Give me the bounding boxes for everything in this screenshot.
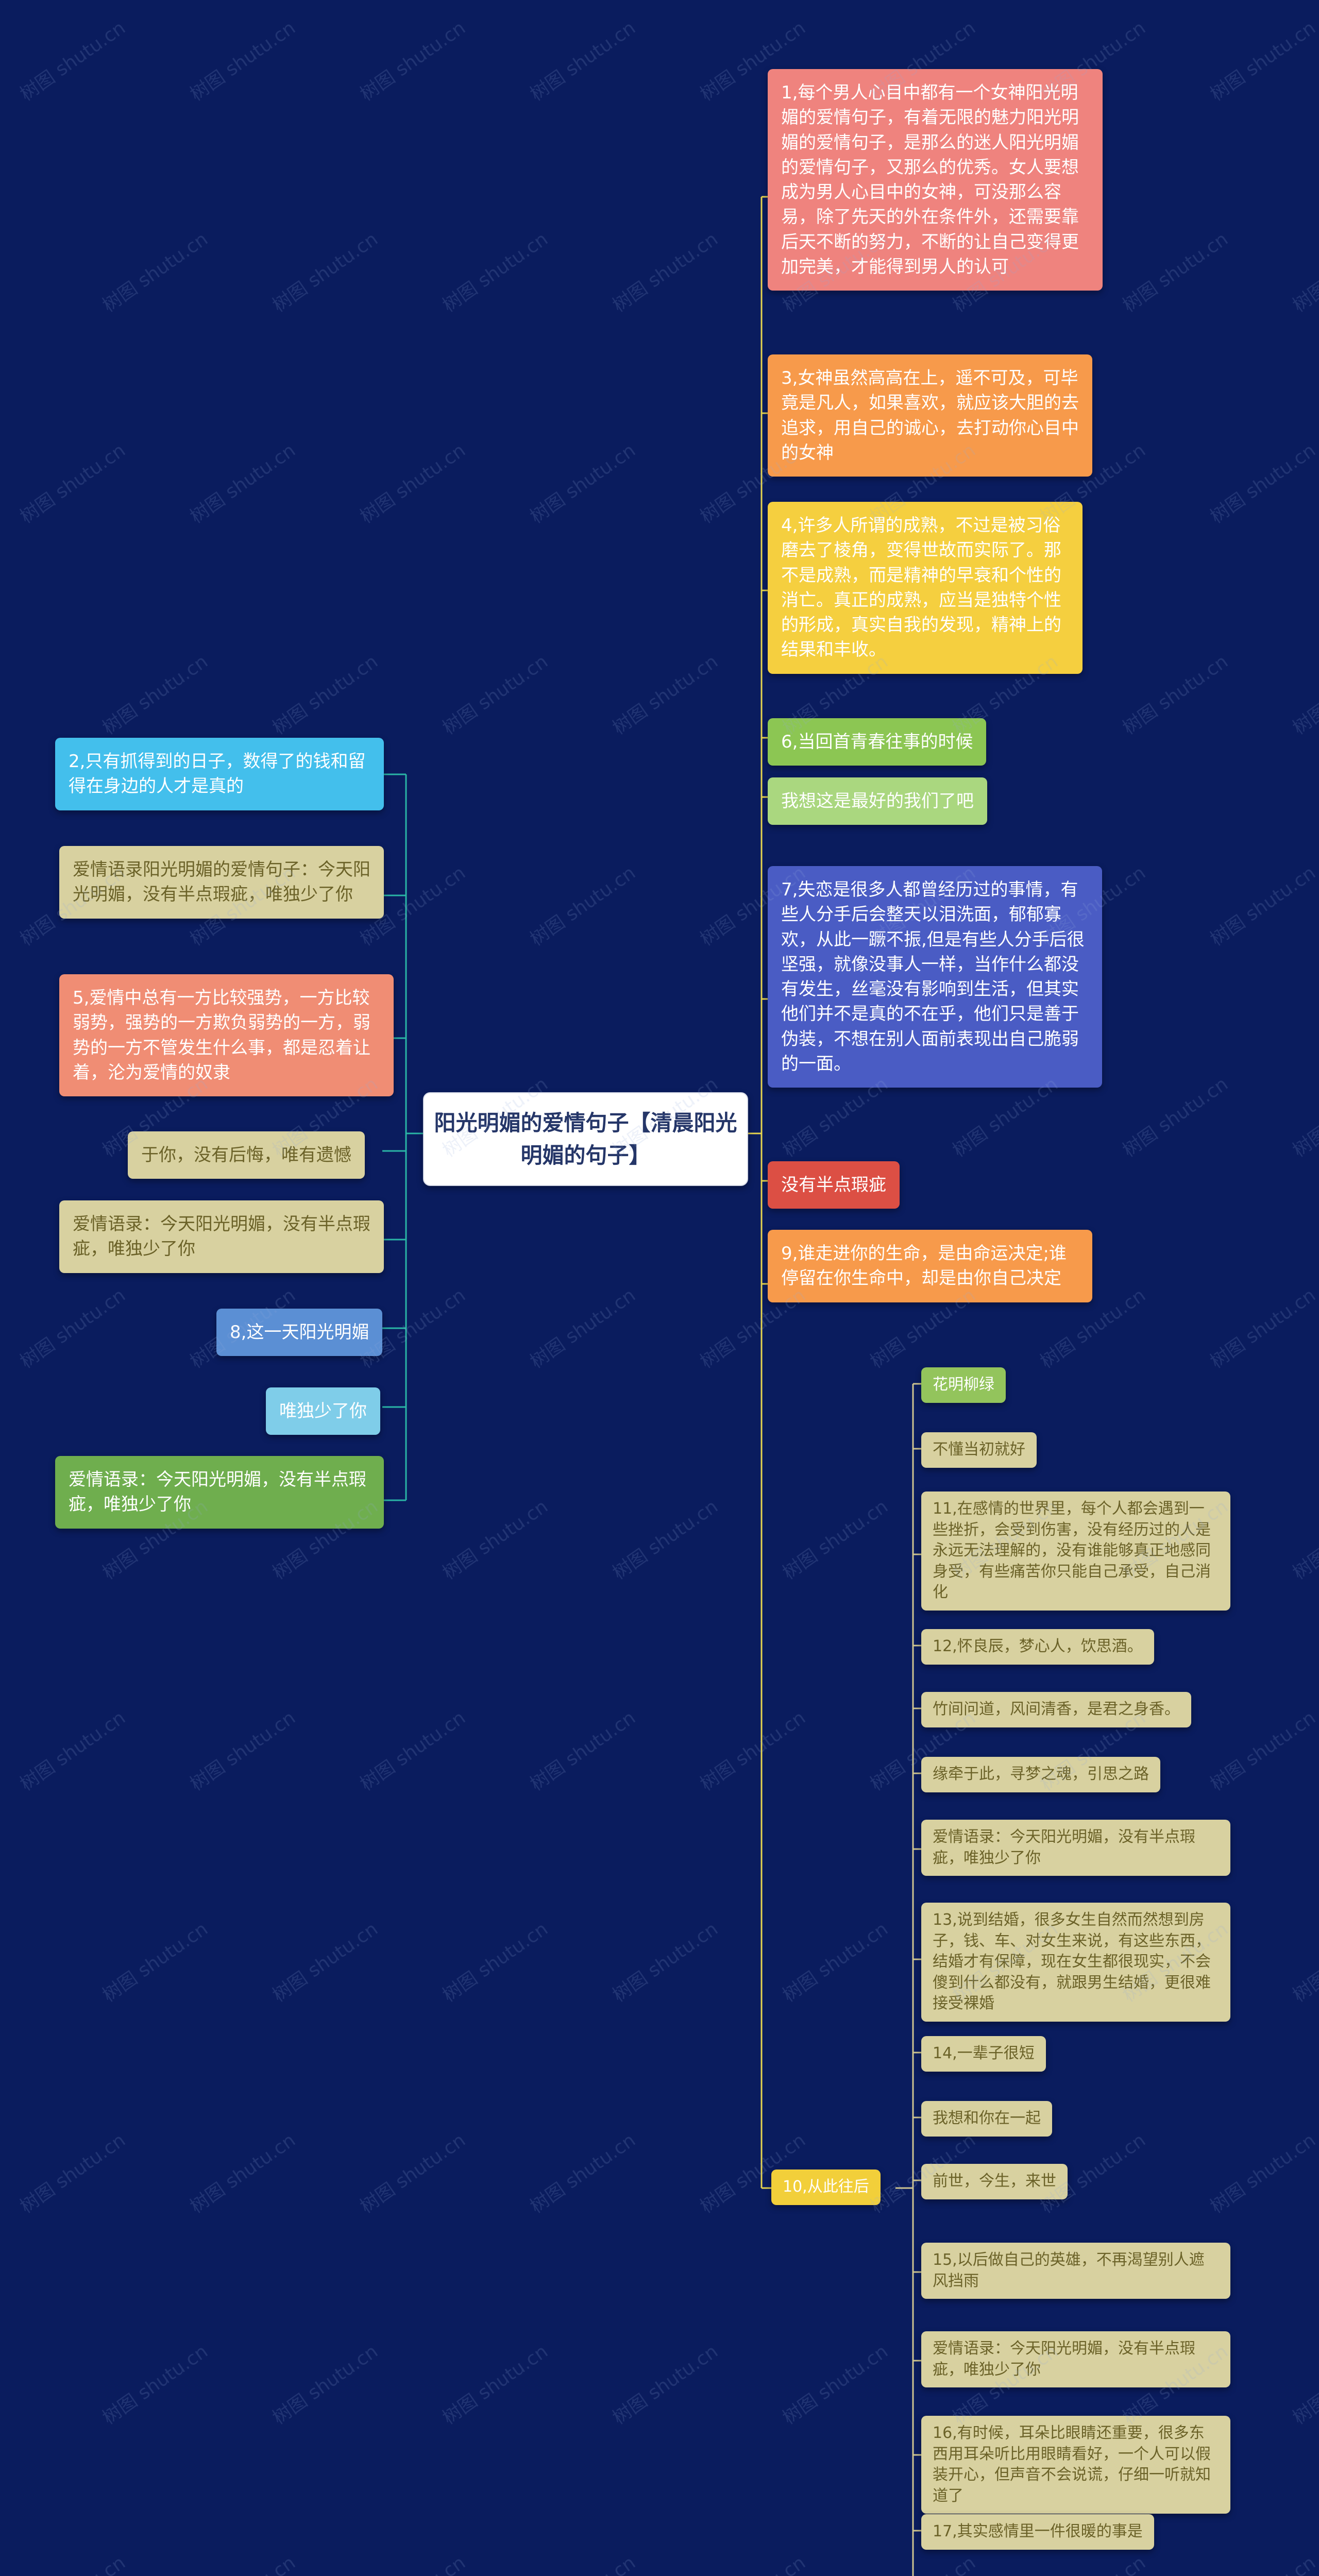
leaf-node-huaming[interactable]: 花明柳绿 [921, 1367, 1006, 1403]
branch-node-5[interactable]: 5,爱情中总有一方比较强势，一方比较弱势，强势的一方欺负弱势的一方，弱势的一方不… [59, 974, 394, 1097]
leaf-node-woxiang[interactable]: 我想和你在一起 [921, 2101, 1052, 2137]
branch-node-14[interactable]: 14,一辈子很短 [921, 2036, 1046, 2072]
leaf-node-qianshi[interactable]: 前世，今生，来世 [921, 2164, 1068, 2199]
branch-node-6-child[interactable]: 我想这是最好的我们了吧 [768, 777, 987, 825]
branch-node-8-child[interactable]: 唯独少了你 [266, 1387, 380, 1435]
branch-node-6[interactable]: 6,当回首青春往事的时候 [768, 718, 987, 766]
quote-node-b[interactable]: 爱情语录：今天阳光明媚，没有半点瑕疵，唯独少了你 [59, 1200, 384, 1273]
branch-node-15[interactable]: 15,以后做自己的英雄，不再渴望别人遮风挡雨 [921, 2243, 1230, 2299]
branch-node-2[interactable]: 2,只有抓得到的日子，数得了的钱和留得在身边的人才是真的 [55, 738, 384, 810]
branch-node-17[interactable]: 17,其实感情里一件很暖的事是 [921, 2514, 1154, 2550]
branch-node-7-child[interactable]: 没有半点瑕疵 [768, 1161, 900, 1209]
quote-node-green[interactable]: 爱情语录：今天阳光明媚，没有半点瑕疵，唯独少了你 [55, 1456, 384, 1529]
quote-node-regret[interactable]: 于你，没有后悔，唯有遗憾 [128, 1131, 365, 1179]
branch-node-9[interactable]: 9,谁走进你的生命，是由命运决定;谁停留在你生命中，却是由你自己决定 [768, 1230, 1092, 1302]
branch-node-8[interactable]: 8,这一天阳光明媚 [216, 1309, 383, 1357]
center-topic-node[interactable]: 阳光明媚的爱情句子【清晨阳光明媚的句子】 [423, 1092, 748, 1186]
leaf-node-yuanqian[interactable]: 缘牵于此，寻梦之魂，引思之路 [921, 1757, 1160, 1792]
left-branch-connector [382, 773, 423, 1501]
branch-node-16[interactable]: 16,有时候，耳朵比眼睛还重要，很多东西用耳朵听比用眼睛看好，一个人可以假装开心… [921, 2416, 1230, 2514]
branch-node-11[interactable]: 11,在感情的世界里，每个人都会遇到一些挫折，会受到伤害，没有经历过的人是永远无… [921, 1492, 1230, 1611]
quote-node-c[interactable]: 爱情语录：今天阳光明媚，没有半点瑕疵，唯独少了你 [921, 1820, 1230, 1876]
right-branch-connector [748, 196, 774, 2189]
branch-node-1[interactable]: 1,每个男人心目中都有一个女神阳光明媚的爱情句子，有着无限的魅力阳光明媚的爱情句… [768, 69, 1103, 291]
branch-node-7[interactable]: 7,失恋是很多人都曾经历过的事情，有些人分手后会整天以泪洗面，郁郁寡欢，从此一蹶… [768, 866, 1102, 1088]
branch-node-12[interactable]: 12,怀良辰，梦心人，饮思酒。 [921, 1629, 1154, 1665]
leaf-node-zhujian[interactable]: 竹间问道，风间清香，是君之身香。 [921, 1692, 1191, 1727]
branch-node-10[interactable]: 10,从此往后 [771, 2170, 881, 2205]
branch-node-4[interactable]: 4,许多人所谓的成熟，不过是被习俗磨去了棱角，变得世故而实际了。那不是成熟，而是… [768, 502, 1083, 674]
quote-node-d[interactable]: 爱情语录：今天阳光明媚，没有半点瑕疵，唯独少了你 [921, 2331, 1230, 2387]
leaf-node-budong[interactable]: 不懂当初就好 [921, 1432, 1037, 1468]
bottom-branch-connector [895, 1383, 922, 2576]
quote-node-a[interactable]: 爱情语录阳光明媚的爱情句子：今天阳光明媚，没有半点瑕疵，唯独少了你 [59, 846, 384, 919]
branch-node-13[interactable]: 13,说到结婚，很多女生自然而然想到房子，钱、车、对女生来说，有这些东西，结婚才… [921, 1903, 1230, 2022]
branch-node-3[interactable]: 3,女神虽然高高在上，遥不可及，可毕竟是凡人，如果喜欢，就应该大胆的去追求，用自… [768, 354, 1092, 477]
